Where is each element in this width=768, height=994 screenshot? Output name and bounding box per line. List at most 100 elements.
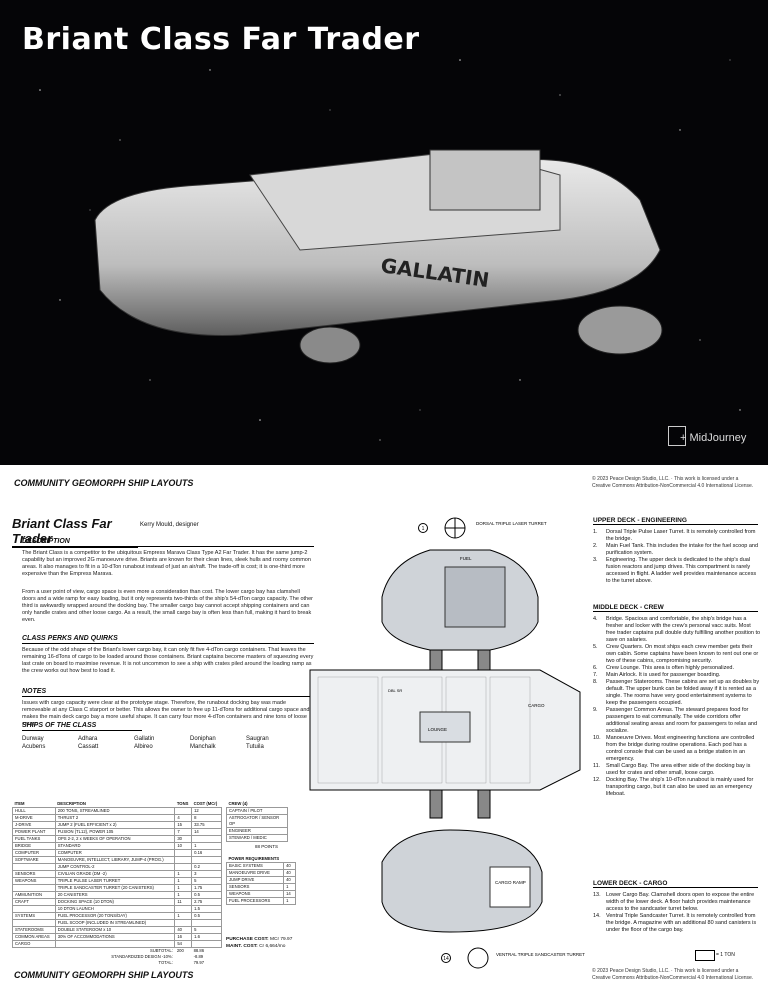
crew-table: CREW (4) CAPTAIN / PILOT ASTROGATOR / SE… (226, 801, 288, 842)
ship-name: Dunway (22, 736, 44, 742)
svg-text:CARGO: CARGO (528, 703, 545, 708)
upper-deck-list: 1.Dorsal Triple Pulse Laser Turret. It i… (593, 529, 761, 585)
document-title: Briant Class Far Trader (12, 516, 138, 548)
deck-item: 1.Dorsal Triple Pulse Laser Turret. It i… (593, 529, 756, 542)
svg-text:FUEL: FUEL (460, 556, 472, 561)
deck-item: 12.Docking Bay. The ship's 10-dTon runab… (593, 777, 754, 797)
description-heading: DESCRIPTION (22, 538, 314, 547)
ship-name: Tutuila (246, 744, 264, 750)
ship-name: Albireo (134, 744, 153, 750)
ventral-label: VENTRAL TRIPLE SANDCASTER TURRET (496, 952, 585, 957)
cost-block: PURCHASE COST: MCr 79.97 MAINT. COST: Cr… (226, 937, 293, 949)
svg-text:1: 1 (422, 526, 425, 532)
deck-item: 3.Engineering. The upper deck is dedicat… (593, 557, 757, 584)
series-label-top: COMMUNITY GEOMORPH SHIP LAYOUTS (14, 478, 194, 488)
deck-item: 2.Main Fuel Tank. This includes the inta… (593, 543, 759, 556)
ship-name: Gallatin (134, 736, 155, 742)
svg-text:DBL SR: DBL SR (388, 688, 402, 693)
perks-heading: CLASS PERKS AND QUIRKS (22, 635, 314, 644)
deck-item: 6.Crew Lounge. This area is often highly… (593, 665, 735, 671)
ship-name: Manchalk (190, 744, 216, 750)
page-title: Briant Class Far Trader (22, 22, 420, 57)
svg-text:LOUNGE: LOUNGE (428, 727, 447, 732)
deck-item: 8.Passenger Staterooms. These cabins are… (593, 679, 760, 706)
ton-scale-label: = 1 TON (716, 952, 735, 958)
lower-deck-heading: LOWER DECK - CARGO (593, 880, 758, 888)
deck-item: 14.Ventral Triple Sandcaster Turret. It … (593, 913, 757, 933)
deck-plans: 1 DORSAL TRIPLE LASER TURRET FUEL LOUNGE… (309, 517, 585, 969)
upper-deck-heading: UPPER DECK - ENGINEERING (593, 517, 758, 525)
spec-row: FUEL SCOOP (INCLUDED IN STREAMLINED) (12, 919, 222, 927)
midjourney-logo-icon (668, 426, 686, 446)
ton-scale-icon (695, 950, 715, 961)
lower-deck-plan: CARGO RAMP (381, 829, 543, 933)
copyright-bottom: © 2023 Peace Design Studio, LLC. · This … (592, 968, 754, 981)
deck-item: 5.Crew Quarters. On most ships each crew… (593, 644, 759, 664)
notes-heading: NOTES (22, 688, 314, 697)
points-label: 88 POINTS (255, 844, 279, 849)
middle-deck-plan: LOUNGE DBL SR CARGO (309, 649, 581, 819)
ventral-turret: 14 VENTRAL TRIPLE SANDCASTER TURRET (441, 947, 585, 969)
crew-row: CAPTAIN / PILOT (226, 807, 288, 815)
series-label-bottom: COMMUNITY GEOMORPH SHIP LAYOUTS (14, 970, 194, 980)
middle-deck-list: 4.Bridge. Spacious and comfortable, the … (593, 616, 761, 798)
spec-discount-row: STANDARDIZED DESIGN -10%:-8.89 (111, 954, 204, 959)
image-credit: + MidJourney (680, 432, 747, 444)
crew-row: STEWARD / MEDIC (226, 834, 288, 842)
ship-name: Cassatt (78, 744, 99, 750)
spec-header-row: ITEM DESCRIPTION TONS COST (MCr) (14, 801, 218, 806)
description-para-1: The Briant Class is a competitor to the … (22, 550, 311, 577)
ship-name: Doniphan (190, 736, 216, 742)
middle-deck-heading: MIDDLE DECK - CREW (593, 604, 758, 612)
svg-text:14: 14 (443, 956, 449, 962)
notes-para: Issues with cargo capacity were clear at… (22, 700, 310, 727)
crew-row: ENGINEER (226, 827, 288, 835)
ships-heading: SHIPS OF THE CLASS (22, 722, 142, 731)
crew-row: ASTROGATOR / SENSOR OP (226, 814, 288, 828)
ship-name: Adhara (78, 736, 98, 742)
hero-image: GALLATIN Briant Class Far Trader + MidJo… (0, 0, 768, 465)
ship-name: Acubens (22, 744, 46, 750)
spec-row: TRIPLE SANDCASTER TURRET (20 CANISTERS)1… (12, 884, 222, 892)
svg-text:CARGO RAMP: CARGO RAMP (495, 880, 526, 885)
designer-credit: Kerry Mould, designer (140, 522, 199, 528)
upper-deck-plan: FUEL (381, 549, 539, 651)
description-para-2: From a user point of view, cargo space i… (22, 589, 313, 623)
lower-deck-list: 13.Lower Cargo Bay. Clamshell doors open… (593, 892, 761, 934)
deck-item: 11.Small Cargo Bay. The area either side… (593, 763, 751, 776)
deck-item: 10.Manoeuvre Drives. Most engineering fu… (593, 735, 755, 762)
dorsal-label: DORSAL TRIPLE LASER TURRET (476, 521, 547, 526)
perks-para: Because of the odd shape of the Briant's… (22, 647, 314, 674)
dorsal-turret: 1 DORSAL TRIPLE LASER TURRET (418, 517, 547, 539)
deck-item: 13.Lower Cargo Bay. Clamshell doors open… (593, 892, 755, 912)
starship-illustration: GALLATIN (39, 59, 741, 441)
copyright-top: © 2023 Peace Design Studio, LLC. · This … (592, 476, 754, 489)
spec-total-row: TOTAL:79.97 (158, 960, 205, 965)
ships-list: Dunway Adhara Gallatin Doniphan Saugran … (22, 735, 302, 751)
ship-name: Saugran (246, 736, 269, 742)
deck-item: 4.Bridge. Spacious and comfortable, the … (593, 616, 761, 643)
deck-item: 9.Passenger Common Areas. The steward pr… (593, 707, 758, 734)
deck-item: 7.Main Airlock. It is used for passenger… (593, 672, 721, 678)
